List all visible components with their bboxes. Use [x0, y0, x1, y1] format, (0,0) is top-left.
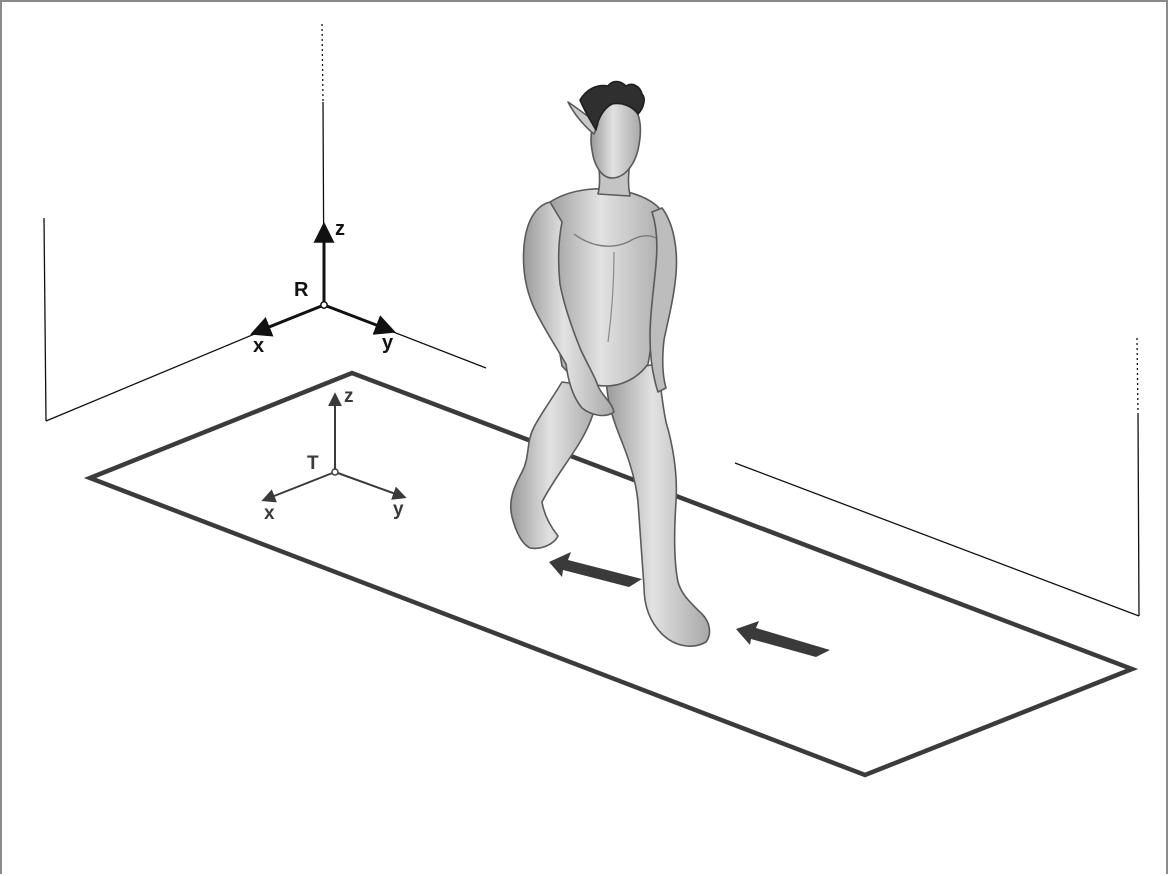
room-right-vertical-dotted: [1137, 338, 1138, 414]
room-z-label: z: [335, 218, 345, 240]
room-y-axis: [324, 305, 392, 331]
treadmill-frame-label: T: [307, 453, 319, 474]
treadmill-x-label: x: [264, 503, 275, 524]
treadmill-frame-axes: T z x y: [264, 386, 404, 524]
treadmill-origin-dot: [332, 469, 338, 475]
treadmill-y-label: y: [393, 499, 404, 520]
walking-elf-figure-icon: [511, 82, 710, 647]
treadmill-y-axis: [335, 472, 404, 497]
treadmill-z-label: z: [344, 386, 354, 407]
treadmill-x-axis: [264, 472, 335, 500]
room-right-vertical-edge: [1138, 414, 1139, 616]
belt-arrow-icon: [736, 621, 830, 657]
room-y-label: y: [382, 332, 394, 354]
belt-arrow-icon: [549, 552, 642, 587]
room-origin-dot: [321, 302, 327, 308]
room-x-axis: [254, 305, 324, 333]
room-frame-label: R: [294, 279, 309, 301]
room-x-label: x: [253, 335, 264, 357]
room-frame-axes: R z x y: [253, 218, 394, 357]
room-left-vertical-edge: [44, 218, 46, 421]
room-back-vertical-dotted: [322, 24, 323, 102]
